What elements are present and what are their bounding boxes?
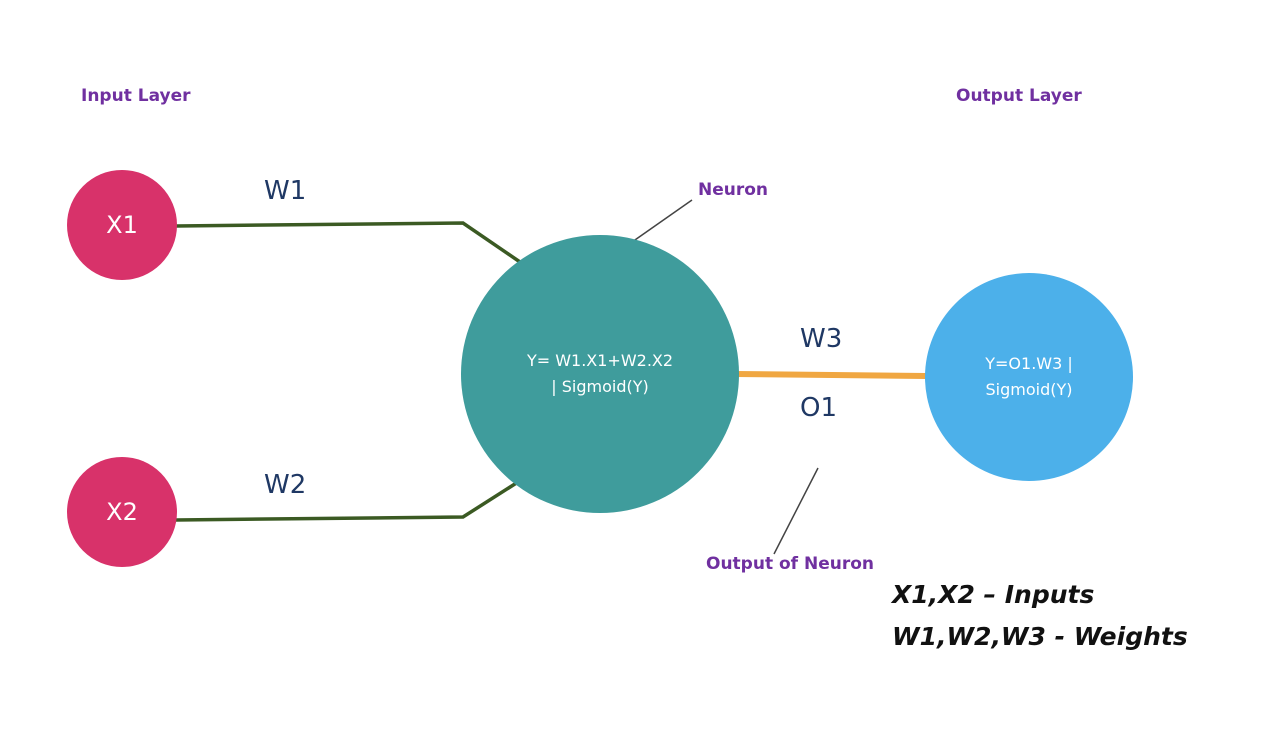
hidden-neuron-node: Y= W1.X1+W2.X2 | Sigmoid(Y) xyxy=(461,235,739,513)
output-pointer-line xyxy=(773,467,819,555)
neuron-annotation: Neuron xyxy=(698,180,769,200)
output-layer-label: Output Layer xyxy=(956,86,1082,106)
weight-w1-label: W1 xyxy=(264,176,307,206)
neuron-pointer-line xyxy=(631,199,693,243)
edge-neuron-to-output xyxy=(735,371,927,379)
weight-w3-label: W3 xyxy=(800,324,843,354)
weight-w2-label: W2 xyxy=(264,470,307,500)
input-node-x1-label: X1 xyxy=(106,211,138,239)
output-node-activation: Sigmoid(Y) xyxy=(985,380,1073,399)
input-node-x2: X2 xyxy=(67,457,177,567)
edge-x2-to-neuron xyxy=(175,480,519,522)
input-node-x2-label: X2 xyxy=(106,498,138,526)
legend: X1,X2 – Inputs W1,W2,W3 - Weights xyxy=(892,574,1188,658)
output-node-formula: Y=O1.W3 | xyxy=(985,354,1073,374)
hidden-neuron-activation: | Sigmoid(Y) xyxy=(551,377,649,396)
output-of-neuron-annotation: Output of Neuron xyxy=(706,554,875,574)
output-node: Y=O1.W3 | Sigmoid(Y) xyxy=(925,273,1133,481)
legend-weights: W1,W2,W3 - Weights xyxy=(892,622,1188,651)
hidden-neuron-formula: Y= W1.X1+W2.X2 xyxy=(526,351,674,371)
input-node-x1: X1 xyxy=(67,170,177,280)
edge-x1-to-neuron xyxy=(175,221,521,264)
input-layer-label: Input Layer xyxy=(81,86,191,106)
legend-inputs: X1,X2 – Inputs xyxy=(892,580,1095,609)
output-o1-label: O1 xyxy=(800,393,838,423)
